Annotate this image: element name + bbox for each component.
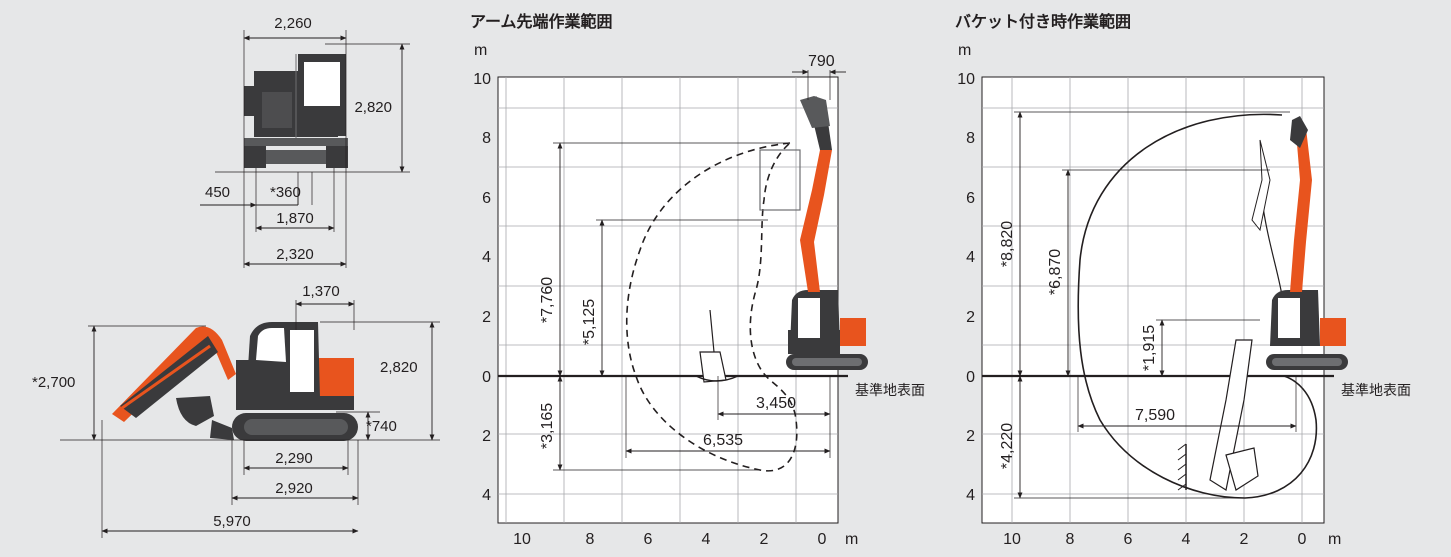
chart1-y-tick: 8 [482, 130, 491, 147]
chart1-x-tick: 0 [818, 531, 827, 548]
chart1-machine [695, 96, 868, 383]
chart2-x-tick: 6 [1124, 531, 1133, 548]
chart1-x-tick: 10 [513, 531, 531, 548]
chart2-machine [1177, 116, 1348, 491]
chart1-y-tick: 4 [482, 249, 491, 266]
chart1-reach-envelope [625, 141, 798, 472]
chart1-x-tick: 8 [586, 531, 595, 548]
chart2-y-unit: m [958, 42, 971, 59]
dim-front-2320: 2,320 [276, 246, 314, 263]
chart1-title: アーム先端作業範囲 [470, 12, 613, 31]
front-view: 2,260 2,820 450 *360 1,870 2,320 [200, 15, 410, 268]
chart1-y-tick: 2 [482, 309, 491, 326]
chart2-reach-envelope [1077, 113, 1318, 499]
dim-side-740: *740 [366, 418, 397, 435]
dim-front-width-top: 2,260 [274, 15, 312, 32]
dim-side-5970: 5,970 [213, 513, 251, 530]
dim-chart2-1915: *1,915 [1141, 325, 1158, 371]
chart2-y-tick: 2 [966, 428, 975, 445]
chart1-y-tick: 10 [473, 71, 491, 88]
bucket-working-range-chart: バケット付き時作業範囲 m 基準地表面 10 8 6 4 2 0 2 4 10 … [955, 12, 1411, 548]
dim-chart2-8820: *8,820 [999, 221, 1016, 267]
dim-chart1-7760: *7,760 [539, 277, 556, 323]
chart1-y-tick: 6 [482, 190, 491, 207]
chart1-x-tick: 6 [644, 531, 653, 548]
chart2-y-tick: 4 [966, 249, 975, 266]
dim-chart2-7590: 7,590 [1135, 407, 1175, 424]
dim-side-1370: 1,370 [302, 283, 340, 300]
chart2-x-tick: 2 [1240, 531, 1249, 548]
dim-front-1870: 1,870 [276, 210, 314, 227]
chart2-y-tick: 4 [966, 487, 975, 504]
chart1-ground-label: 基準地表面 [855, 382, 925, 398]
chart2-y-tick: 6 [966, 190, 975, 207]
chart1-y-unit: m [474, 42, 487, 59]
dim-chart1-6535: 6,535 [703, 432, 743, 449]
chart1-y-tick: 4 [482, 487, 491, 504]
chart1-x-tick: 4 [702, 531, 711, 548]
dim-side-2920: 2,920 [275, 480, 313, 497]
dim-chart2-6870: *6,870 [1047, 249, 1064, 295]
chart1-x-tick: 2 [760, 531, 769, 548]
dim-chart1-3165: *3,165 [539, 403, 556, 449]
chart1-grid [498, 77, 838, 523]
chart2-x-tick: 4 [1182, 531, 1191, 548]
chart2-x-tick: 8 [1066, 531, 1075, 548]
dim-chart1-790: 790 [808, 53, 835, 70]
chart2-y-tick: 10 [957, 71, 975, 88]
dim-side-2700: *2,700 [32, 374, 75, 391]
chart2-y-tick: 2 [966, 309, 975, 326]
chart2-y-tick: 0 [966, 369, 975, 386]
dim-front-height: 2,820 [354, 99, 392, 116]
chart2-x-tick: 0 [1298, 531, 1307, 548]
chart2-title: バケット付き時作業範囲 [955, 12, 1131, 31]
dim-side-2290: 2,290 [275, 450, 313, 467]
dim-chart2-4220: *4,220 [999, 423, 1016, 469]
chart2-x-tick: 10 [1003, 531, 1021, 548]
dim-chart1-3450: 3,450 [756, 395, 796, 412]
chart1-y-tick: 2 [482, 428, 491, 445]
dim-side-2820: 2,820 [380, 359, 418, 376]
front-view-machine [244, 54, 348, 168]
dim-front-360: *360 [270, 184, 301, 201]
arm-tip-working-range-chart: アーム先端作業範囲 m 基準地表面 10 8 6 4 2 0 2 4 10 8 … [470, 12, 925, 548]
chart2-y-tick: 8 [966, 130, 975, 147]
side-view: 1,370 *2,700 2,820 *740 2,290 2,920 5,97… [32, 283, 440, 538]
side-view-machine [112, 322, 358, 441]
dim-front-450: 450 [205, 184, 230, 201]
dim-chart1-5125: *5,125 [581, 299, 598, 345]
chart2-ground-label: 基準地表面 [1341, 382, 1411, 398]
chart1-y-tick: 0 [482, 369, 491, 386]
chart1-x-unit: m [845, 531, 858, 548]
chart2-plot-area [981, 76, 1325, 524]
chart2-x-unit: m [1328, 531, 1341, 548]
